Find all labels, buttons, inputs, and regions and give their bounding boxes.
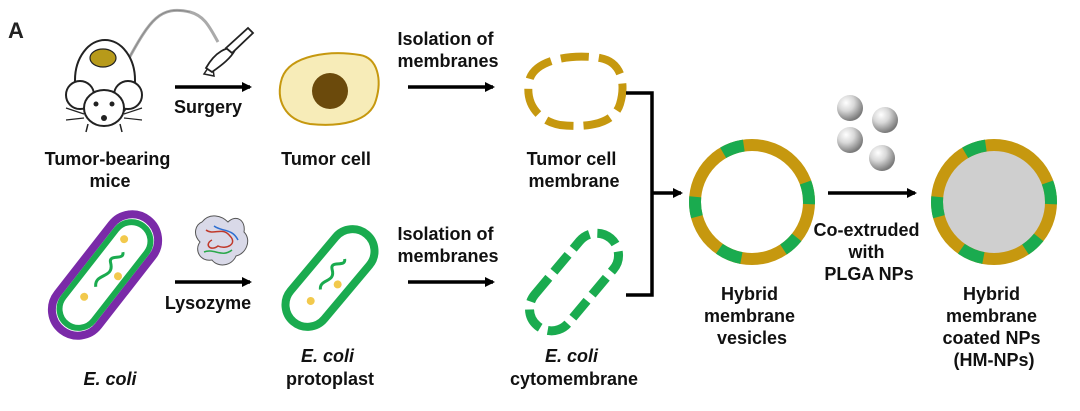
scalpel-icon [202, 26, 255, 77]
tumor-cell-membrane [524, 52, 627, 130]
lysozyme-protein-icon [195, 215, 249, 266]
hybrid-membrane-coated-np [931, 139, 1057, 265]
ecoli-protoplast [281, 225, 379, 331]
mouse-icon [65, 8, 220, 133]
tumor-cell [278, 52, 380, 126]
label-coextruded: Co-extruded with PLGA NPs [813, 220, 924, 284]
label-hybrid-vesicles: Hybrid membrane vesicles [704, 284, 800, 348]
label-mice: Tumor-bearing mice [45, 149, 176, 191]
merge-bracket [626, 91, 654, 297]
plga-nanoparticles-icon [837, 95, 898, 171]
label-ecoli: E. coli [83, 369, 137, 389]
label-protoplast: E. coli protoplast [286, 346, 374, 389]
ecoli-bacterium [47, 210, 163, 340]
label-tumor-cell: Tumor cell [281, 149, 371, 169]
hybrid-membrane-vesicle [689, 139, 815, 265]
label-tumor-membrane: Tumor cell membrane [527, 149, 622, 191]
label-cytomembrane: E. coli cytomembrane [510, 346, 638, 389]
label-surgery: Surgery [174, 97, 242, 117]
panel-label: A [8, 18, 24, 43]
ecoli-cytomembrane [525, 228, 623, 336]
label-lysozyme: Lysozyme [165, 293, 251, 313]
label-isolation-bottom: Isolation of membranes [397, 224, 498, 266]
label-isolation-top: Isolation of membranes [397, 29, 498, 71]
label-hm-nps: Hybrid membrane coated NPs (HM-NPs) [942, 284, 1045, 370]
